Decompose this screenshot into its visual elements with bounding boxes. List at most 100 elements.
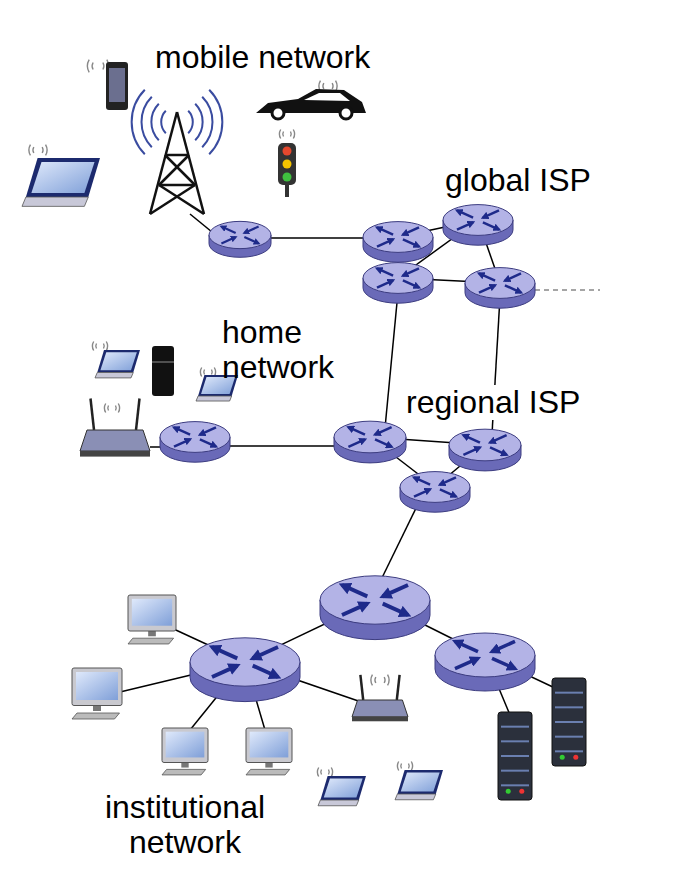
router-arrow xyxy=(244,237,258,243)
router-symbol xyxy=(160,422,230,463)
router-top xyxy=(190,638,300,686)
laptop-icon xyxy=(196,375,238,401)
wave-arc xyxy=(317,768,318,777)
router-arrow xyxy=(403,239,419,246)
car-window xyxy=(304,93,350,101)
router-arrow xyxy=(403,268,419,275)
wave-arc xyxy=(118,404,119,413)
server-case xyxy=(498,712,532,800)
router-top xyxy=(320,576,430,624)
server-slot xyxy=(555,736,583,738)
laptop-base xyxy=(22,197,88,206)
tower-strut xyxy=(165,155,195,185)
router-arrow xyxy=(200,427,216,434)
router-top xyxy=(465,268,535,299)
wave-arc xyxy=(331,768,332,777)
server-case xyxy=(552,678,586,766)
router-arrow xyxy=(505,273,521,280)
radio-arc xyxy=(132,90,145,154)
laptop-display xyxy=(100,352,136,370)
router-arrow xyxy=(483,210,499,217)
laptop-display xyxy=(324,778,363,797)
router-arrow xyxy=(342,585,367,596)
server-slot xyxy=(555,750,583,752)
router-arrow xyxy=(375,427,392,434)
server-led xyxy=(573,755,578,760)
router-arrow xyxy=(490,447,507,454)
desktop-icon xyxy=(128,595,176,644)
link-line xyxy=(190,214,212,232)
router-arrow xyxy=(414,477,430,484)
server-led xyxy=(560,755,565,760)
router-arrow xyxy=(490,435,507,442)
router-symbol xyxy=(209,221,271,257)
router-symbol xyxy=(363,263,433,304)
wave-arc xyxy=(293,130,294,139)
server-slot xyxy=(501,755,529,757)
router-arrow xyxy=(463,447,480,454)
router-arrow xyxy=(200,439,216,446)
router-arrow xyxy=(221,227,235,233)
radio-arc xyxy=(142,97,152,147)
wireless-waves xyxy=(317,768,332,777)
wave-arc xyxy=(282,132,284,137)
router-arrow xyxy=(483,222,499,229)
router-arrow xyxy=(348,427,365,434)
wave-arc xyxy=(92,342,93,351)
radio-arc xyxy=(188,111,193,133)
monitor-screen xyxy=(76,672,118,700)
router-arrow xyxy=(414,489,430,496)
network-link xyxy=(378,500,420,586)
radio-arc xyxy=(161,111,166,133)
wave-arc xyxy=(279,130,280,139)
dashed-link xyxy=(535,289,600,291)
keyboard xyxy=(246,769,290,775)
wave-arc xyxy=(320,770,322,775)
wave-arc xyxy=(328,770,330,775)
region-shape xyxy=(22,557,673,867)
router-arrow xyxy=(253,647,278,658)
desktop-icon xyxy=(162,728,208,775)
router-symbol xyxy=(190,638,300,702)
laptop-display xyxy=(31,162,94,193)
region-shape xyxy=(8,70,310,244)
router-symbol xyxy=(449,429,521,471)
router-arrow xyxy=(492,641,515,651)
router-arrow xyxy=(212,666,237,677)
wave-arc xyxy=(374,677,376,683)
desktop-icon xyxy=(72,668,122,719)
wireless-waves xyxy=(397,762,412,771)
car-icon xyxy=(256,89,366,119)
server-icon xyxy=(498,712,532,800)
router-top xyxy=(363,222,433,253)
desktop-icon xyxy=(246,728,292,775)
network-link xyxy=(270,237,366,239)
radio-arc xyxy=(202,97,212,147)
router-arrow xyxy=(403,280,419,287)
region-label: regional ISP xyxy=(404,385,582,420)
wave-arc xyxy=(46,145,47,156)
router-arrow xyxy=(383,604,408,615)
laptop-screen xyxy=(26,158,100,197)
wave-arc xyxy=(371,675,372,686)
router-symbol xyxy=(334,421,406,463)
router-arrow xyxy=(375,439,392,446)
server-slot xyxy=(501,740,529,742)
region-label: home network xyxy=(222,315,354,384)
red-light xyxy=(283,147,292,156)
router-top xyxy=(334,421,406,453)
router-front xyxy=(80,451,150,457)
router-arrow xyxy=(440,489,456,496)
traffic-light-icon xyxy=(278,143,296,197)
wave-arc xyxy=(106,342,107,351)
server-slot xyxy=(501,770,529,772)
router-box xyxy=(352,700,408,717)
wireless-waves xyxy=(29,145,47,156)
router-arrow xyxy=(348,439,365,446)
antenna xyxy=(91,399,95,431)
laptop-base xyxy=(318,800,359,806)
antenna xyxy=(397,675,400,700)
router-symbol xyxy=(465,268,535,309)
router-top xyxy=(363,263,433,294)
